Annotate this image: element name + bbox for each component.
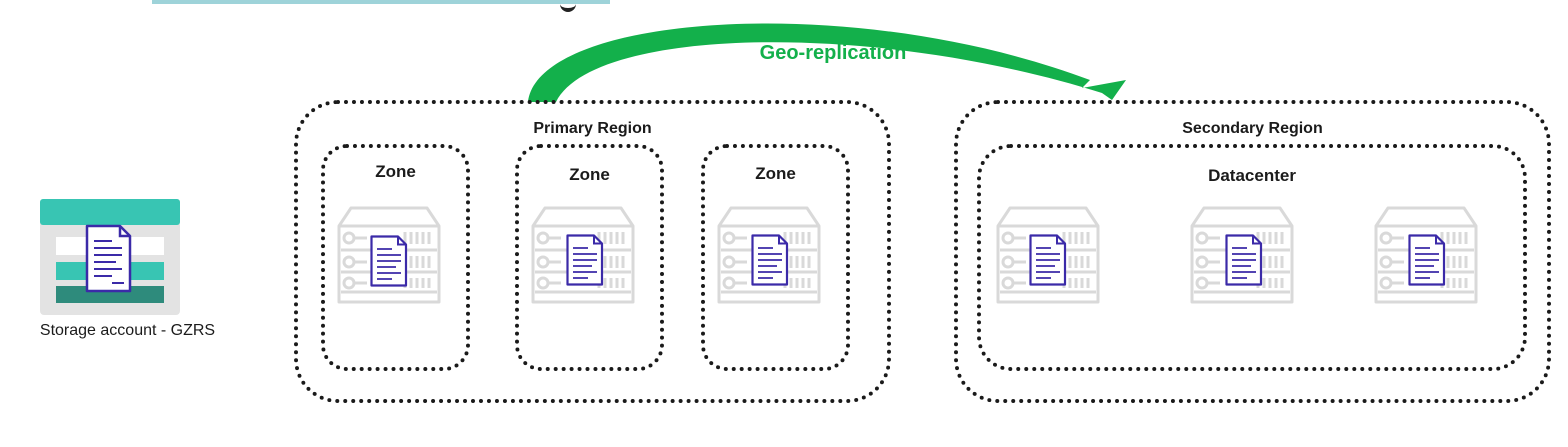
document-icon xyxy=(566,234,604,286)
storage-account-icon xyxy=(40,199,180,315)
document-icon xyxy=(1225,234,1263,286)
storage-account-label: Storage account - GZRS xyxy=(39,322,216,339)
zone-label: Zone xyxy=(569,165,610,184)
zone-box: Zone xyxy=(701,144,850,371)
datacenter-box: Datacenter xyxy=(977,144,1527,371)
primary-region-label: Primary Region xyxy=(533,120,652,137)
secondary-region-label: Secondary Region xyxy=(1182,120,1323,137)
geo-replication-label: Geo-replication xyxy=(759,42,907,64)
top-decoration-curve xyxy=(560,0,576,12)
document-icon xyxy=(1408,234,1446,286)
document-icon xyxy=(751,234,789,286)
document-icon xyxy=(1029,234,1067,286)
zone-label: Zone xyxy=(375,162,416,181)
datacenter-label: Datacenter xyxy=(1208,166,1296,185)
zone-box: Zone xyxy=(515,144,664,371)
document-icon xyxy=(370,235,408,287)
document-icon xyxy=(85,224,132,293)
zone-label: Zone xyxy=(755,164,796,183)
zone-box: Zone xyxy=(321,144,470,371)
secondary-region-box: Secondary Region xyxy=(954,100,1551,403)
primary-region-box: Primary Region xyxy=(294,100,891,403)
top-decoration-line xyxy=(152,0,610,4)
